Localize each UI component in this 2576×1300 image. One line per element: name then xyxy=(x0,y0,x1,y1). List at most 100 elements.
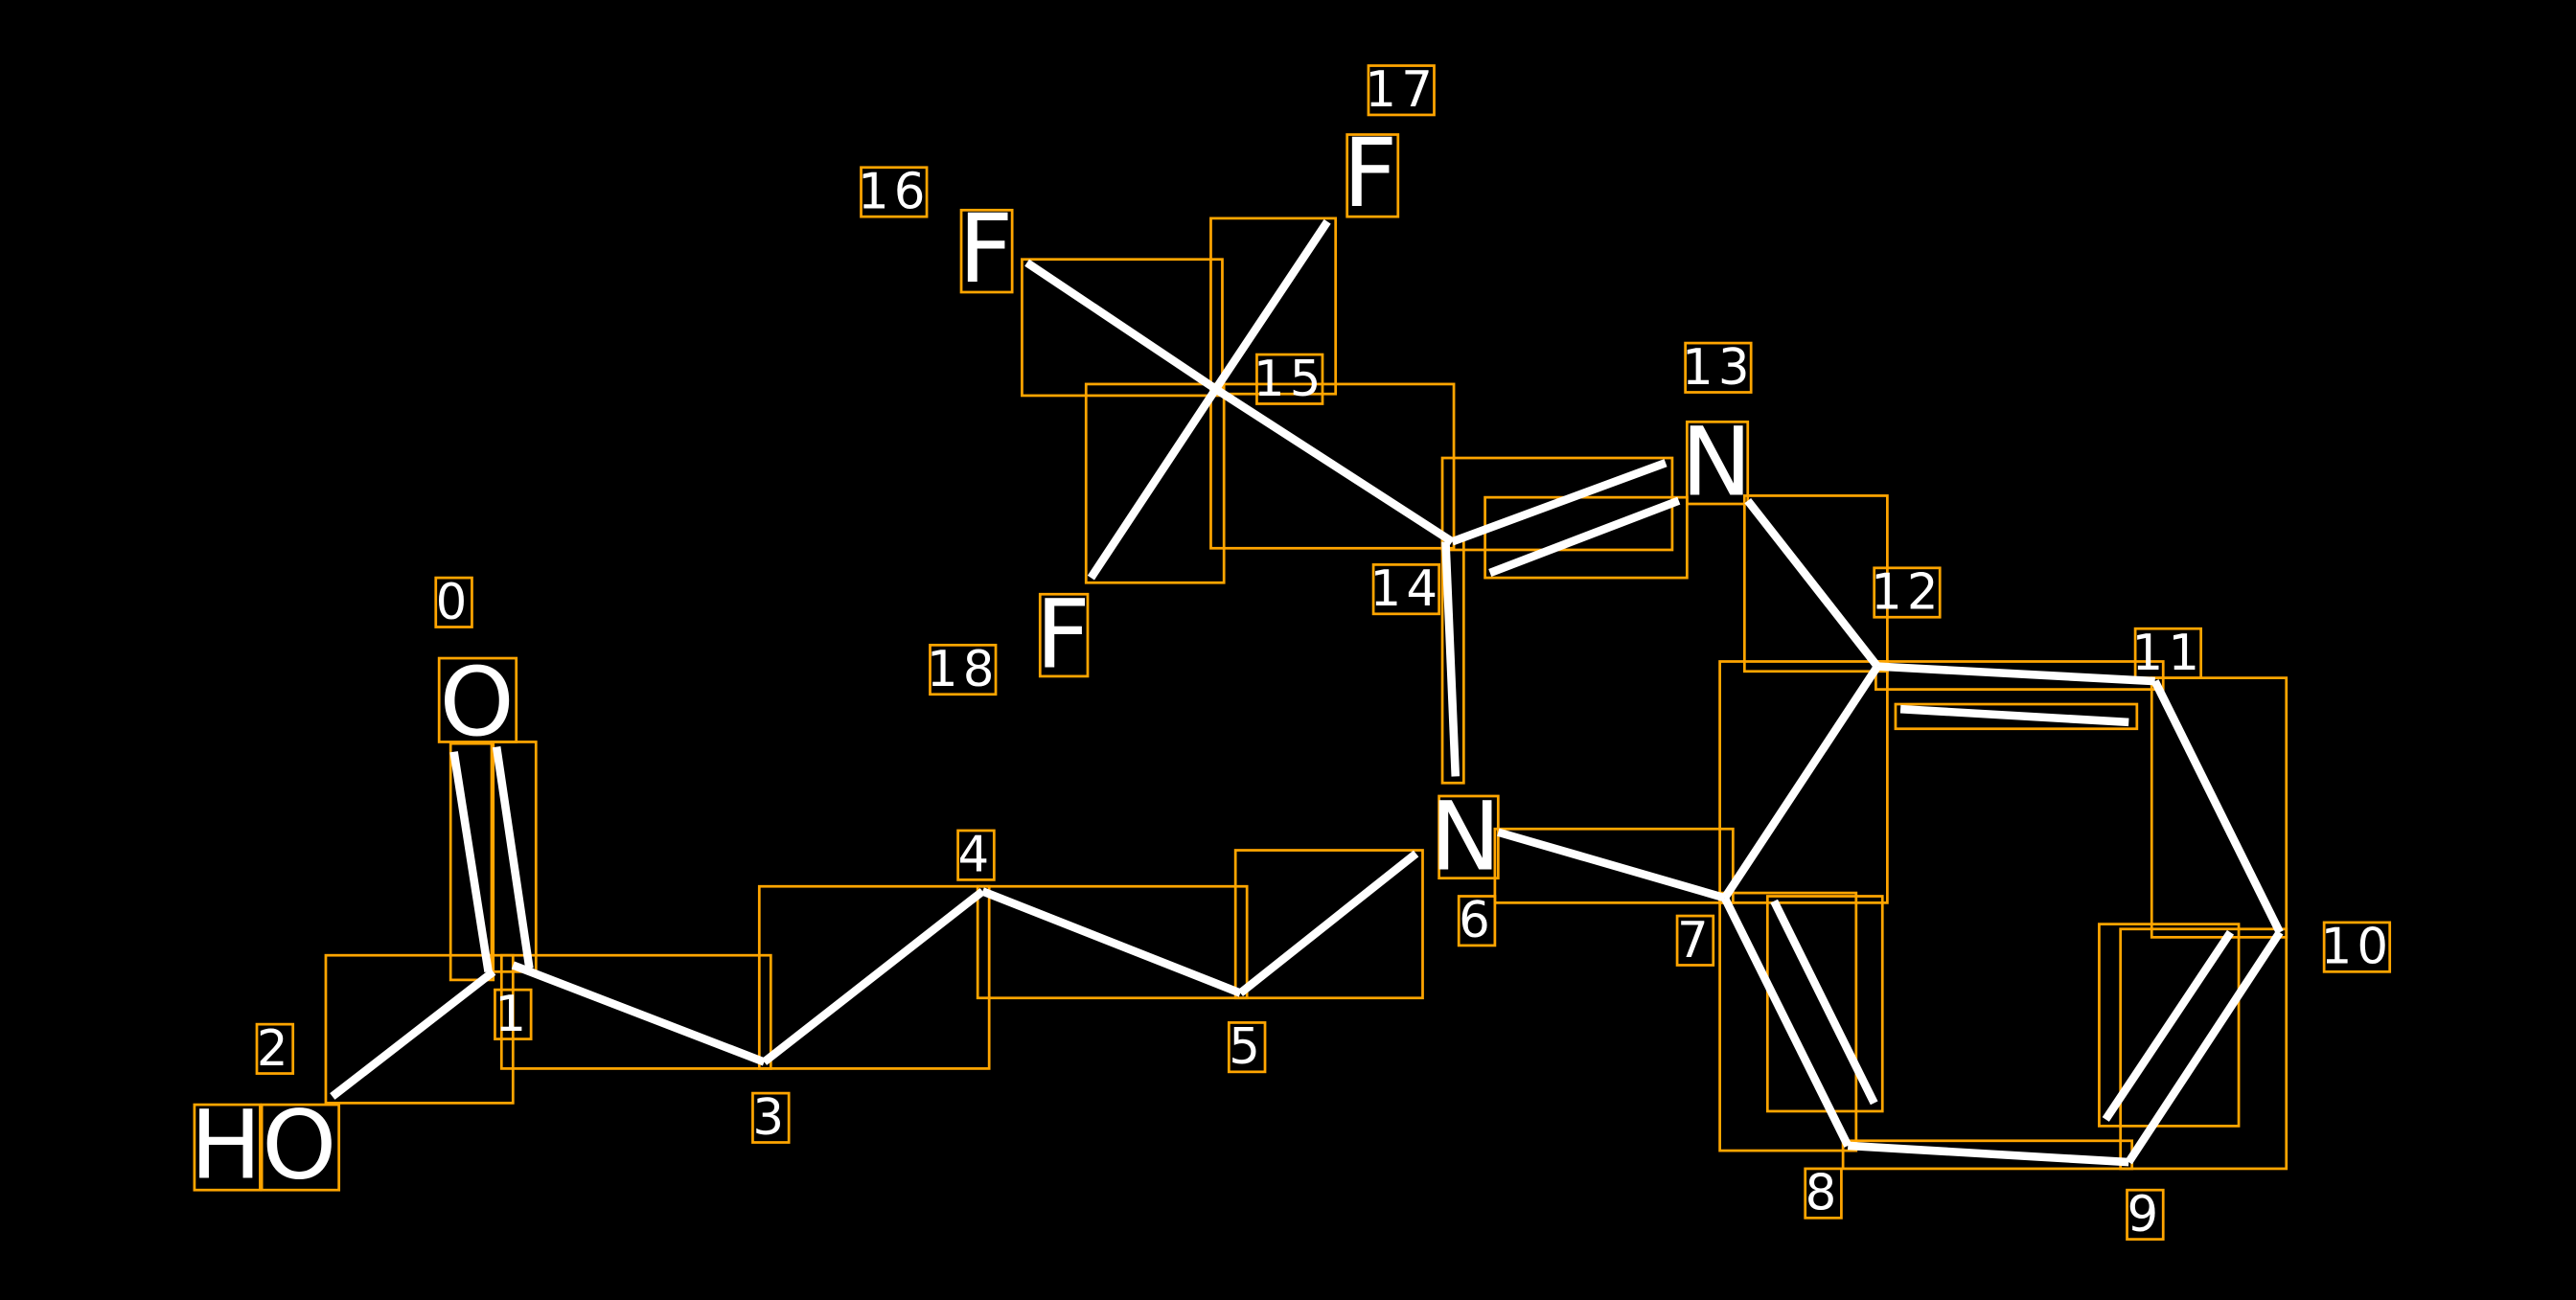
bounding-box xyxy=(1346,133,1400,218)
atom-symbol: HO xyxy=(190,1090,336,1200)
index-box xyxy=(956,829,996,881)
index-box xyxy=(1684,341,1753,394)
bounding-box xyxy=(2098,923,2241,1128)
bounding-box xyxy=(260,1103,341,1192)
bond-line xyxy=(1720,896,1852,1148)
bounding-box xyxy=(1209,382,1456,550)
index-box xyxy=(2322,921,2392,973)
bond-line xyxy=(511,961,766,1066)
atom-index-label: 9 xyxy=(2127,1186,2163,1243)
bond-line xyxy=(1087,386,1220,581)
index-box xyxy=(1367,64,1436,117)
bond-line xyxy=(1450,459,1668,546)
bounding-box xyxy=(1718,660,1889,904)
index-box xyxy=(929,643,998,696)
bounding-box xyxy=(437,656,518,743)
bond-line xyxy=(1721,664,1881,901)
bounding-box xyxy=(1718,891,1858,1152)
atom-index-label: 3 xyxy=(752,1089,789,1147)
atom-symbol: F xyxy=(1036,581,1091,691)
index-box xyxy=(1371,563,1441,616)
index-box xyxy=(1804,1167,1843,1220)
bond-line xyxy=(449,751,493,972)
atom-index-label: 7 xyxy=(1677,912,1714,969)
atom-index-label: 17 xyxy=(1365,61,1438,119)
atom-index-label: 0 xyxy=(436,574,472,631)
index-box xyxy=(1457,895,1497,947)
bounding-box xyxy=(1484,495,1689,580)
bond-line xyxy=(761,887,985,1065)
index-box xyxy=(1675,914,1715,967)
bounding-box xyxy=(193,1103,262,1192)
atom-labels: O HO N N F F F xyxy=(190,119,1752,1200)
bond-line xyxy=(330,968,496,1100)
atom-index-label: 4 xyxy=(958,827,995,884)
bond-line xyxy=(492,745,534,969)
bond-line xyxy=(2102,929,2235,1122)
bounding-box xyxy=(1038,592,1090,678)
index-box xyxy=(255,1022,295,1075)
atom-index-label: 5 xyxy=(1229,1018,1265,1076)
bond-line xyxy=(1212,218,1331,392)
index-box xyxy=(1873,566,1942,619)
index-box xyxy=(860,166,929,218)
bond-line xyxy=(1441,541,1460,777)
atom-index-label: 6 xyxy=(1459,892,1495,949)
bounding-box xyxy=(976,884,1249,1000)
bounding-box xyxy=(2150,676,2288,939)
bounding-box xyxy=(499,953,772,1070)
atom-index-label: 8 xyxy=(1806,1165,1842,1222)
bond-line xyxy=(1488,496,1681,577)
bond-line xyxy=(1899,704,2129,727)
bounding-box xyxy=(1438,794,1500,880)
bounding-boxes xyxy=(193,64,2392,1241)
atom-index-label: 18 xyxy=(927,641,1000,698)
bond-line xyxy=(1770,899,1878,1106)
bounding-box xyxy=(1894,702,2139,731)
bounding-box xyxy=(757,884,991,1070)
atom-index-label: 16 xyxy=(858,163,931,220)
index-box xyxy=(751,1091,791,1144)
bond-line xyxy=(1876,662,2155,686)
atom-symbol: F xyxy=(1343,119,1397,229)
bond-line xyxy=(1213,385,1455,546)
index-box xyxy=(434,576,473,628)
bond-line xyxy=(1848,1141,2129,1167)
index-box xyxy=(494,988,533,1040)
atom-index-label: 14 xyxy=(1370,560,1443,618)
bonds xyxy=(330,218,2284,1167)
bounding-box xyxy=(2119,927,2288,1171)
bounding-box xyxy=(324,953,515,1105)
atom-symbol: O xyxy=(439,648,514,758)
index-box xyxy=(2133,627,2203,679)
bounding-box xyxy=(959,208,1014,294)
bond-line xyxy=(1024,259,1218,393)
bounding-box xyxy=(1493,827,1735,904)
atom-index-label: 10 xyxy=(2321,919,2394,976)
index-box xyxy=(1255,353,1324,405)
bounding-box xyxy=(1084,382,1226,584)
bounding-box xyxy=(448,741,495,982)
atom-index-label: 11 xyxy=(2132,625,2205,682)
bond-line xyxy=(1497,828,1726,902)
index-box xyxy=(2126,1188,2165,1241)
bounding-box xyxy=(1021,258,1224,398)
bond-line xyxy=(1237,850,1419,996)
bond-line xyxy=(2150,679,2284,935)
atom-index-label: 13 xyxy=(1682,339,1755,397)
bounding-box xyxy=(1742,494,1889,673)
bounding-box xyxy=(1765,895,1884,1113)
atom-index-label: 2 xyxy=(257,1020,293,1078)
bond-line xyxy=(2125,929,2284,1165)
bounding-box xyxy=(1209,217,1338,396)
atom-symbol: N xyxy=(1681,408,1752,518)
bond-line xyxy=(980,887,1242,997)
atom-index-label: 12 xyxy=(1871,564,1944,622)
bounding-box xyxy=(1685,420,1750,506)
bounding-box xyxy=(1233,849,1424,1000)
atom-symbol: N xyxy=(1430,782,1501,892)
atom-symbol: F xyxy=(958,194,1013,305)
index-box xyxy=(1227,1021,1267,1074)
